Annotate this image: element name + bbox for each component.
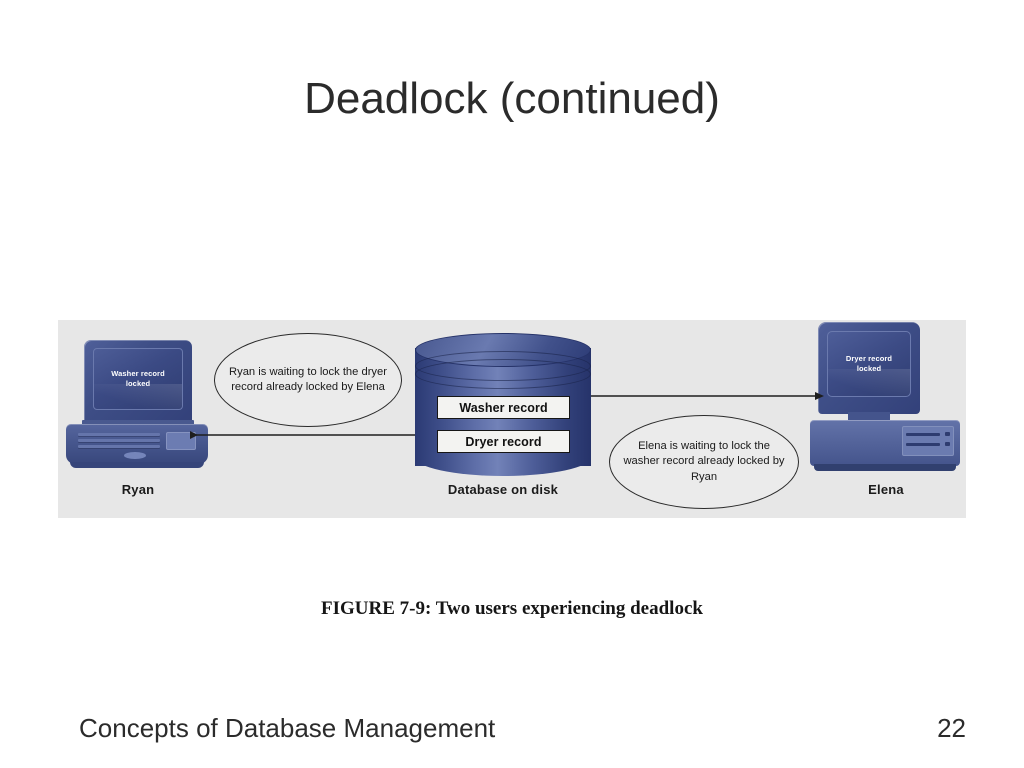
footer-book-title: Concepts of Database Management [79, 713, 496, 743]
ryan-label: Ryan [121, 482, 155, 497]
drive-button-icon [945, 432, 950, 436]
ryan-screen-line-1: Washer record [111, 369, 165, 379]
page-title: Deadlock (continued) [304, 74, 720, 123]
keyboard-row-icon [78, 433, 160, 436]
elena-bubble-text: Elena is waiting to lock the washer reco… [623, 439, 785, 483]
washer-record-box: Washer record [437, 396, 570, 419]
drive-slot-icon [906, 433, 940, 436]
figure-panel: Washer record locked Washer record Dryer… [58, 320, 966, 518]
footer-page-number: 22 [937, 713, 966, 743]
cylinder-ring-icon [415, 359, 591, 389]
ryan-bubble-text: Ryan is waiting to lock the dryer record… [229, 365, 387, 393]
case-foot [814, 464, 956, 471]
elena-screen-text: Dryer record locked [828, 354, 910, 373]
drive-bay-panel [902, 426, 954, 456]
laptop-hinge [82, 420, 194, 425]
elena-screen-line-1: Dryer record [845, 354, 893, 364]
laptop-lid: Washer record locked [84, 340, 192, 422]
trackpad-icon [124, 452, 146, 459]
ryan-screen-line-2: locked [125, 379, 151, 388]
elena-speech-bubble: Elena is waiting to lock the washer reco… [609, 415, 799, 509]
drive-slot-icon [906, 443, 940, 446]
ryan-screen: Washer record locked [93, 348, 183, 410]
database-cylinder: Washer record Dryer record [415, 333, 591, 483]
elena-desktop: Dryer record locked [810, 322, 960, 474]
monitor-stand [848, 412, 890, 422]
keyboard-row-icon [78, 445, 160, 448]
keyboard-row-icon [78, 439, 160, 442]
keypad-icon [166, 432, 196, 450]
drive-button-icon [945, 442, 950, 446]
ryan-speech-bubble: Ryan is waiting to lock the dryer record… [214, 333, 402, 427]
elena-label: Elena [868, 482, 904, 497]
ryan-laptop: Washer record locked [66, 340, 208, 472]
figure-caption: FIGURE 7-9: Two users experiencing deadl… [321, 598, 703, 619]
laptop-foot [70, 462, 204, 468]
ryan-screen-text: Washer record locked [95, 369, 181, 388]
elena-screen: Dryer record locked [827, 331, 911, 397]
elena-screen-line-2: locked [856, 364, 882, 373]
dryer-record-box: Dryer record [437, 430, 570, 453]
monitor-body: Dryer record locked [818, 322, 920, 414]
laptop-base [66, 424, 208, 464]
computer-case [810, 420, 960, 466]
database-label: Database on disk [447, 482, 559, 497]
